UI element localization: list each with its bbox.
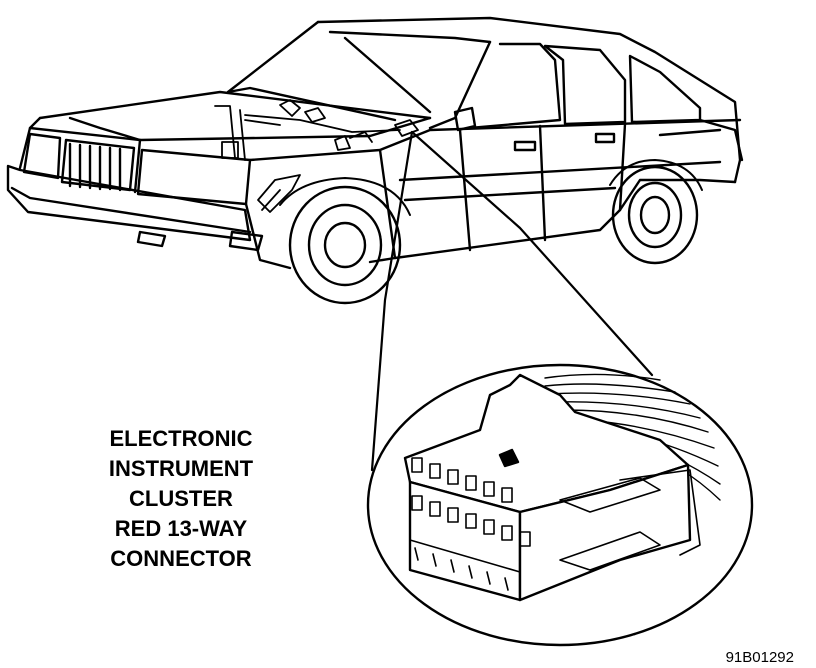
figure-id: 91B01292 [725,649,794,666]
connector-wires [544,373,721,501]
cavities-bottom [411,495,531,547]
callout-lines [370,130,654,472]
caption-line-4: RED 13-WAY [114,516,248,541]
rear-wheel [609,159,703,265]
caption-line-5: CONNECTOR [110,546,252,571]
car-body [6,16,744,270]
cavities-top [411,457,513,503]
connector-detail [366,363,754,647]
caption-line-2: INSTRUMENT [108,456,254,481]
engine-wiring [214,99,419,213]
connector-caption: ELECTRONIC INSTRUMENT CLUSTER RED 13-WAY… [86,424,276,574]
caption-line-1: ELECTRONIC [109,426,253,451]
front-wheel [279,177,411,305]
caption-line-3: CLUSTER [129,486,233,511]
